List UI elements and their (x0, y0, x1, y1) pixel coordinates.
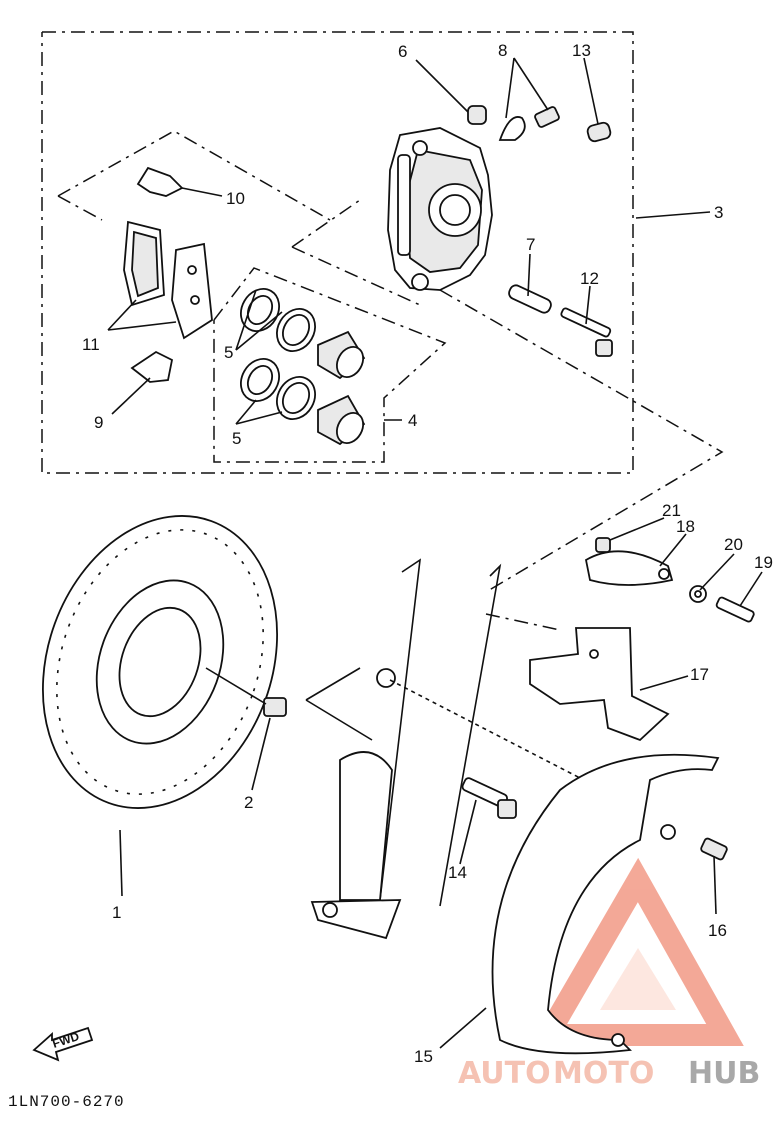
callout-13: 13 (572, 41, 591, 60)
callout-3: 3 (714, 203, 723, 222)
callout-20: 20 (724, 535, 743, 554)
brake-caliper-body (387, 127, 493, 291)
callout-2: 2 (244, 793, 253, 812)
leader-lines (107, 57, 763, 1049)
callout-14: 14 (448, 863, 467, 882)
callout-17: 17 (690, 665, 709, 684)
callout-5a: 5 (224, 343, 233, 362)
caliper-pin (508, 284, 552, 314)
callout-1: 1 (112, 903, 121, 922)
diagram-code: 1LN700-6270 (8, 1093, 125, 1111)
callout-16: 16 (708, 921, 727, 940)
forward-arrow-icon: FWD (32, 1026, 94, 1062)
callout-5b: 5 (232, 429, 241, 448)
axle-bolt (461, 777, 517, 819)
brake-pads (123, 220, 213, 340)
watermark-text-moto: MOTO (553, 1056, 654, 1091)
callout-4: 4 (408, 411, 417, 430)
front-fork-outer-tube (305, 558, 581, 940)
caliper-pistons (317, 330, 366, 446)
caliper-bolt (560, 307, 613, 357)
disc-cover (491, 753, 720, 1055)
callout-19: 19 (754, 553, 773, 572)
hose-guide-bracket (529, 627, 670, 742)
cap-part (586, 121, 612, 143)
callout-21: 21 (662, 501, 681, 520)
cover-screw (700, 837, 728, 861)
pad-clip-lower (130, 350, 174, 383)
clamp-screw (715, 596, 755, 623)
bleed-screw-cap (467, 105, 487, 125)
callout-10: 10 (226, 189, 245, 208)
watermark-logo: AUTO MOTO HUB (458, 857, 760, 1091)
callout-11: 11 (82, 335, 100, 354)
clamp-nut (595, 537, 611, 553)
watermark-text-hub: HUB (688, 1056, 760, 1091)
callout-15: 15 (414, 1047, 433, 1066)
callout-12: 12 (580, 269, 599, 288)
callout-18: 18 (676, 517, 695, 536)
watermark-text-auto: AUTO (458, 1056, 551, 1091)
caliper-assembly-box (41, 31, 724, 631)
callout-8: 8 (498, 41, 507, 60)
disc-bolt (205, 667, 287, 717)
pad-spring-upper (136, 166, 184, 197)
callout-labels: 1 2 3 4 5 5 6 7 8 9 10 11 12 13 14 15 16… (82, 41, 773, 1066)
hose-clamp (584, 550, 674, 586)
callout-6: 6 (398, 42, 407, 61)
piston-seals (240, 288, 316, 420)
brake-hose-union-bolt (498, 106, 560, 141)
clamp-washer (689, 585, 707, 603)
callout-7: 7 (526, 235, 535, 254)
callout-9: 9 (94, 413, 103, 432)
brake-disc (42, 515, 278, 809)
